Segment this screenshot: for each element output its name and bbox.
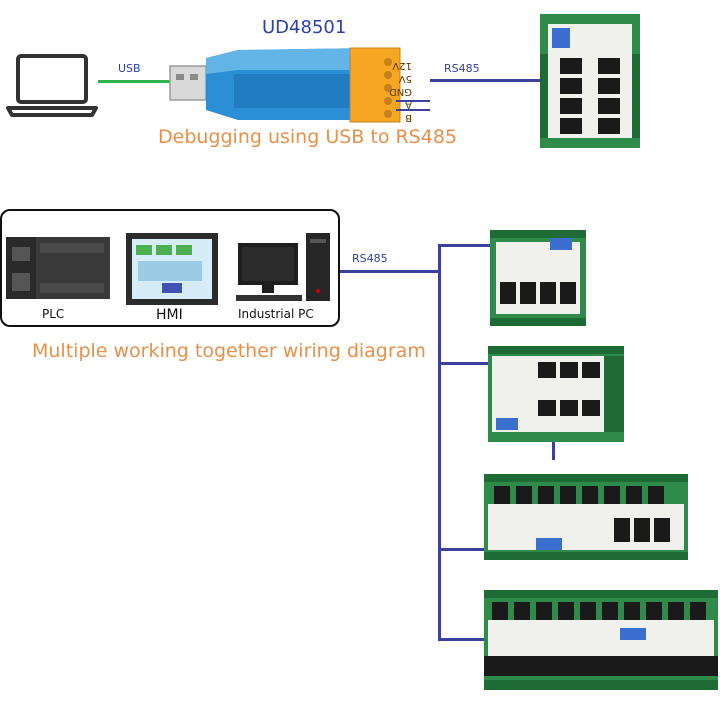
relay-module-4 — [484, 590, 718, 690]
rs485-branch-3 — [438, 548, 484, 551]
hmi-label: HMI — [156, 307, 183, 323]
rs485-stub — [552, 440, 555, 460]
debugging-caption: Debugging using USB to RS485 — [158, 126, 458, 148]
multiple-wiring-caption: Multiple working together wiring diagram — [32, 340, 426, 362]
rs485-branch-4 — [438, 638, 484, 641]
relay-module-1 — [490, 230, 586, 326]
converter-pin-labels: B A GND 5V 12V — [372, 50, 412, 124]
usb-cable — [98, 80, 170, 83]
usb-label: USB — [118, 62, 141, 75]
usb-rs485-converter — [168, 40, 430, 130]
pin-a-label: A — [405, 99, 412, 110]
converter-model-title: UD48501 — [262, 17, 347, 38]
rs485-cable-top — [430, 79, 540, 82]
laptop-icon — [6, 52, 98, 118]
plc-label: PLC — [42, 307, 65, 321]
rs485-branch-1 — [438, 244, 490, 247]
relay-module-3 — [484, 474, 688, 560]
rs485-bus-vertical — [438, 244, 441, 640]
relay-module-top — [540, 14, 640, 148]
pin-12v-label: 12V — [392, 60, 412, 71]
rs485-label-top: RS485 — [444, 62, 480, 75]
rs485-label-bottom: RS485 — [352, 252, 388, 265]
relay-module-2 — [488, 346, 624, 442]
pin-5v-label: 5V — [398, 73, 412, 84]
industrial-pc-label: Industrial PC — [238, 307, 314, 321]
hmi-icon — [126, 233, 218, 305]
industrial-pc-icon — [236, 231, 336, 305]
host-devices-box: PLC HMI Industrial PC — [0, 209, 340, 327]
pin-gnd-label: GND — [389, 86, 412, 97]
plc-icon — [6, 233, 110, 303]
rs485-branch-2 — [438, 362, 490, 365]
pin-b-label: B — [405, 112, 412, 123]
rs485-bus-horizontal — [340, 270, 440, 273]
